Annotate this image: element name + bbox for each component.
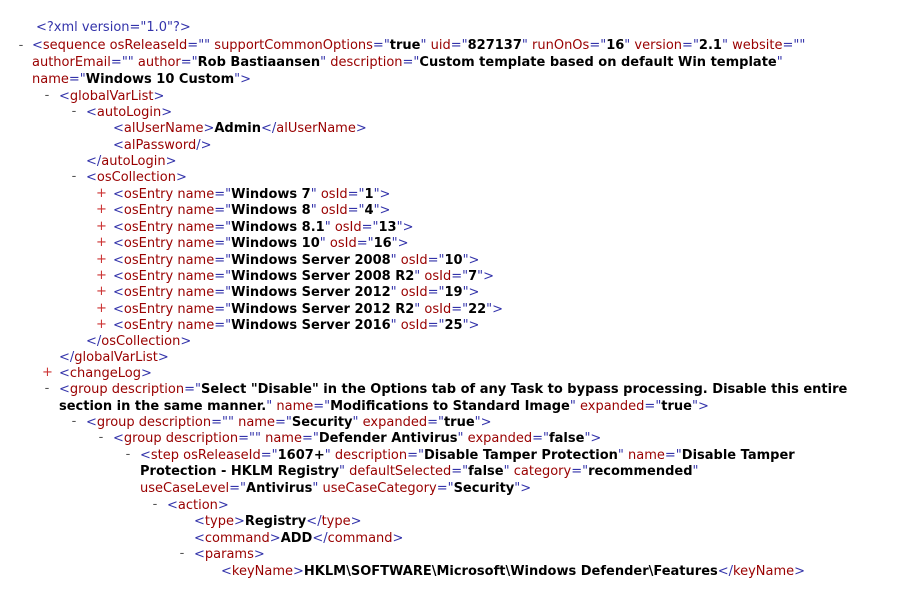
keyname-element: <keyName>HKLM\SOFTWARE\Microsoft\Windows… [221, 564, 806, 579]
step-tag-line2: Protection - HKLM Registry" defaultSelec… [140, 464, 699, 479]
osentry-tag: <osEntry name="Windows Server 2008 R2" o… [113, 269, 494, 284]
globalvarlist-close-tag: </globalVarList> [59, 350, 169, 365]
collapse-toggle-group-security[interactable]: - [71, 414, 77, 429]
collapse-toggle-oscollection[interactable]: - [71, 169, 77, 184]
group-modifications-line2: section in the same manner." name="Modif… [59, 399, 709, 414]
oscollection-close-tag: </osCollection> [86, 334, 192, 349]
autologin-open-tag: <autoLogin> [86, 105, 173, 120]
type-element: <type>Registry</type> [194, 514, 362, 529]
sequence-open-tag-line3: name="Windows 10 Custom"> [32, 72, 252, 87]
collapse-toggle-params[interactable]: - [179, 546, 185, 561]
expand-toggle-changelog[interactable]: + [42, 365, 53, 380]
collapse-toggle-sequence[interactable]: - [18, 38, 24, 53]
expand-toggle-osentry[interactable]: + [96, 202, 107, 218]
changelog-tag: <changeLog> [59, 366, 152, 381]
osentry-tag: <osEntry name="Windows 8.1" osId="13"> [113, 219, 414, 235]
params-open-tag: <params> [194, 547, 265, 562]
sequence-open-tag-line1: <sequence osReleaseId="" supportCommonOp… [32, 38, 806, 53]
expand-toggle-osentry[interactable]: + [96, 251, 107, 267]
osentry-tag: <osEntry name="Windows 7" osId="1"> [113, 187, 391, 202]
autologin-close-tag: </autoLogin> [86, 154, 177, 169]
expand-toggle-osentry[interactable]: + [96, 268, 107, 283]
xml-declaration: <?xml version="1.0"?> [36, 20, 191, 35]
group-security-tag: <group description="" name="Security" ex… [86, 415, 492, 430]
expand-toggle-osentry[interactable]: + [96, 300, 107, 316]
action-open-tag: <action> [167, 498, 229, 513]
expand-toggle-osentry[interactable]: + [96, 317, 107, 333]
step-tag-line3: useCaseLevel="Antivirus" useCaseCategory… [140, 481, 532, 496]
expand-toggle-osentry[interactable]: + [96, 235, 107, 251]
oscollection-open-tag: <osCollection> [86, 170, 187, 185]
osentry-tag: <osEntry name="Windows Server 2012" osId… [113, 285, 480, 301]
globalvarlist-open-tag: <globalVarList> [59, 89, 165, 104]
collapse-toggle-globalvarlist[interactable]: - [44, 88, 50, 103]
alusername-element: <alUserName>Admin</alUserName> [113, 121, 367, 136]
expand-toggle-osentry[interactable]: + [96, 284, 107, 300]
group-defender-tag: <group description="" name="Defender Ant… [113, 431, 602, 446]
collapse-toggle-action[interactable]: - [152, 497, 158, 512]
alpassword-element: <alPassword/> [113, 138, 212, 153]
collapse-toggle-autologin[interactable]: - [71, 104, 77, 119]
step-tag-line1: <step osReleaseId="1607+" description="D… [140, 448, 795, 463]
osentry-tag: <osEntry name="Windows Server 2008" osId… [113, 252, 480, 268]
osentry-tag: <osEntry name="Windows Server 2016" osId… [113, 318, 480, 334]
command-element: <command>ADD</command> [194, 531, 404, 546]
collapse-toggle-step[interactable]: - [125, 447, 131, 462]
collapse-toggle-group-modifications[interactable]: - [44, 381, 50, 396]
osentry-tag: <osEntry name="Windows Server 2012 R2" o… [113, 301, 504, 317]
expand-toggle-osentry[interactable]: + [96, 186, 107, 201]
group-modifications-line1: <group description="Select "Disable" in … [59, 382, 848, 397]
osentry-tag: <osEntry name="Windows 10" osId="16"> [113, 236, 409, 252]
expand-toggle-osentry[interactable]: + [96, 218, 107, 234]
sequence-open-tag-line2: authorEmail="" author="Rob Bastiaansen" … [32, 55, 783, 70]
osentry-tag: <osEntry name="Windows 8" osId="4"> [113, 203, 391, 219]
collapse-toggle-group-defender[interactable]: - [98, 430, 104, 445]
